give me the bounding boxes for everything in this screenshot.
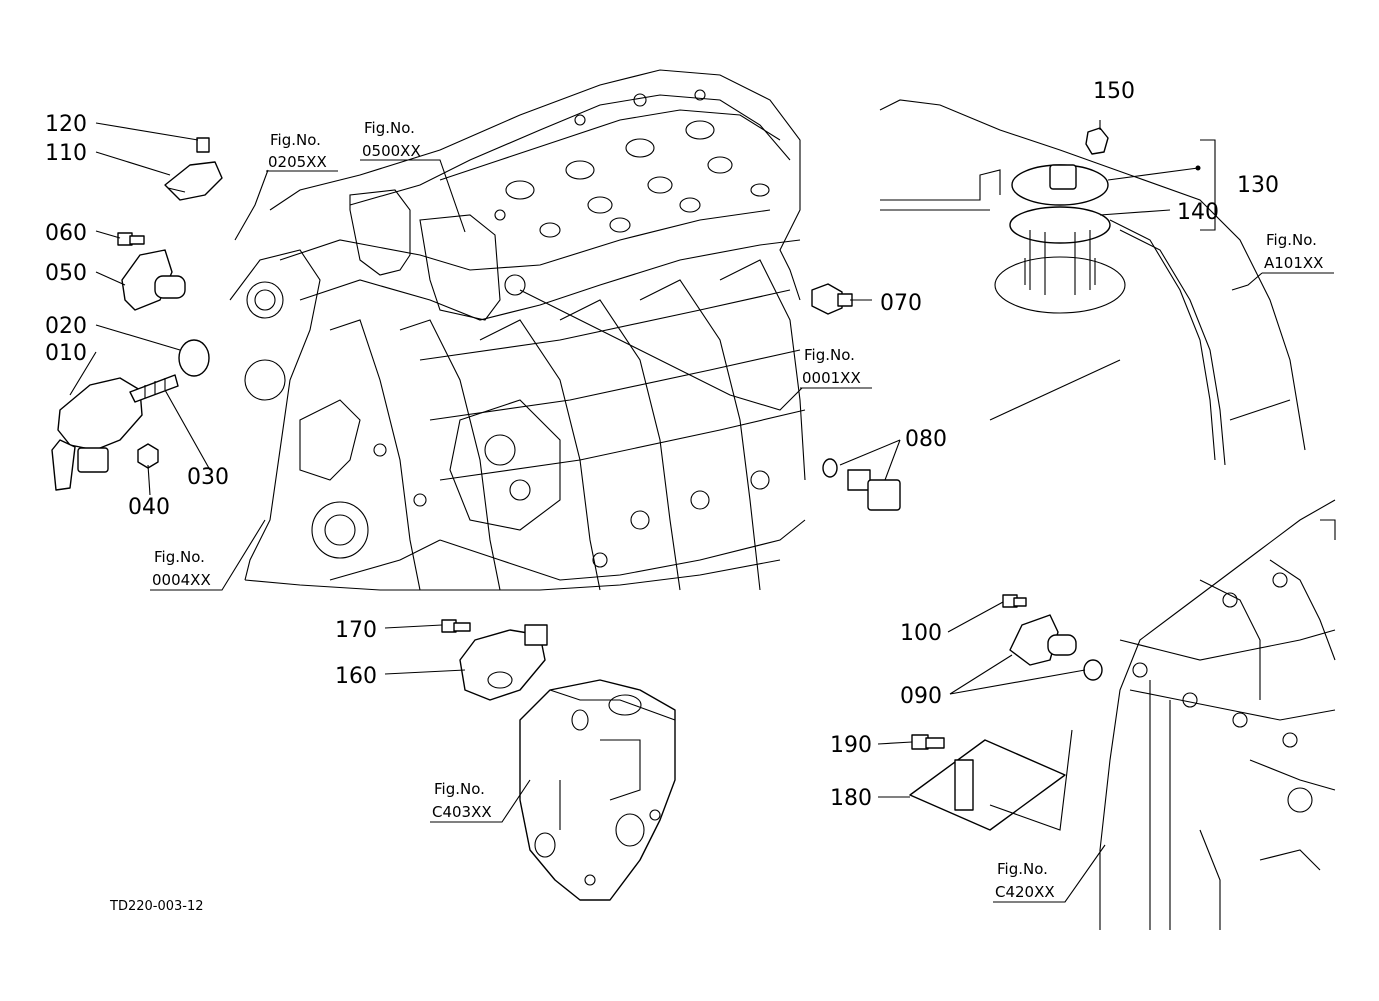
part-label-180: 180 [830, 786, 872, 811]
part-040-nut-drawing [137, 443, 159, 469]
figure-ref-number: 0205XX [268, 153, 327, 171]
figure-ref-number: 0001XX [802, 369, 861, 387]
part-020-o-ring-drawing [178, 339, 210, 377]
figure-ref-0001xx[interactable]: Fig.No. 0001XX [800, 346, 872, 389]
part-170-bolt-drawing [441, 619, 471, 633]
part-label-080: 080 [905, 427, 947, 452]
hydraulic-block-drawing [519, 679, 676, 901]
figure-ref-number: C403XX [432, 803, 492, 821]
part-label-100: 100 [900, 621, 942, 646]
fuel-tank-drawing [879, 99, 1306, 466]
part-050-sensor-drawing [121, 249, 186, 311]
part-labels: 010 020 030 040 050 060 070 080 090 100 … [45, 79, 1279, 811]
figure-ref-prefix: Fig.No. [270, 131, 321, 149]
figure-ref-number: C420XX [995, 883, 1055, 901]
part-label-150: 150 [1093, 79, 1135, 104]
transmission-case-drawing [1099, 499, 1336, 930]
part-label-020: 020 [45, 314, 87, 339]
part-label-070: 070 [880, 291, 922, 316]
figure-ref-c420xx[interactable]: Fig.No. C420XX [993, 860, 1065, 903]
part-180-plate-drawing [909, 739, 1066, 831]
part-060-bolt-drawing [117, 232, 145, 246]
figure-ref-prefix: Fig.No. [1266, 231, 1317, 249]
part-110-sensor-drawing [164, 161, 223, 201]
part-label-160: 160 [335, 664, 377, 689]
part-label-090: 090 [900, 684, 942, 709]
part-120-bolt-drawing [196, 137, 210, 153]
part-label-010: 010 [45, 341, 87, 366]
part-label-040: 040 [128, 495, 170, 520]
figure-ref-a101xx[interactable]: Fig.No. A101XX [1262, 231, 1334, 274]
part-080-sensor-drawing [822, 458, 901, 511]
part-label-140: 140 [1177, 200, 1219, 225]
figure-ref-prefix: Fig.No. [997, 860, 1048, 878]
part-090-sensor-drawing [1009, 614, 1103, 681]
part-label-190: 190 [830, 733, 872, 758]
figure-ref-number: A101XX [1264, 254, 1323, 272]
engine-block-drawing [229, 69, 806, 591]
part-label-030: 030 [187, 465, 229, 490]
figure-ref-c403xx[interactable]: Fig.No. C403XX [430, 780, 502, 823]
part-label-060: 060 [45, 221, 87, 246]
part-190-bolt-drawing [911, 734, 945, 750]
drawing-code: TD220-003-12 [109, 899, 204, 914]
figure-ref-prefix: Fig.No. [364, 119, 415, 137]
part-010-solenoid-drawing [51, 374, 179, 491]
figure-ref-0205xx[interactable]: Fig.No. 0205XX [266, 131, 338, 172]
figure-references: Fig.No. 0205XX Fig.No. 0500XX Fig.No. 00… [150, 119, 1334, 903]
part-label-050: 050 [45, 261, 87, 286]
part-160-sensor-drawing [459, 624, 548, 701]
figure-ref-prefix: Fig.No. [154, 548, 205, 566]
figure-ref-number: 0500XX [362, 142, 421, 160]
part-label-120: 120 [45, 112, 87, 137]
part-100-bolt-drawing [1002, 594, 1027, 608]
part-label-110: 110 [45, 141, 87, 166]
figure-ref-prefix: Fig.No. [434, 780, 485, 798]
part-label-130: 130 [1237, 173, 1279, 198]
part-070-switch-drawing [811, 283, 853, 315]
figure-ref-number: 0004XX [152, 571, 211, 589]
part-label-170: 170 [335, 618, 377, 643]
figure-ref-prefix: Fig.No. [804, 346, 855, 364]
figure-ref-0500xx[interactable]: Fig.No. 0500XX [360, 119, 432, 161]
figure-ref-0004xx[interactable]: Fig.No. 0004XX [150, 548, 222, 591]
